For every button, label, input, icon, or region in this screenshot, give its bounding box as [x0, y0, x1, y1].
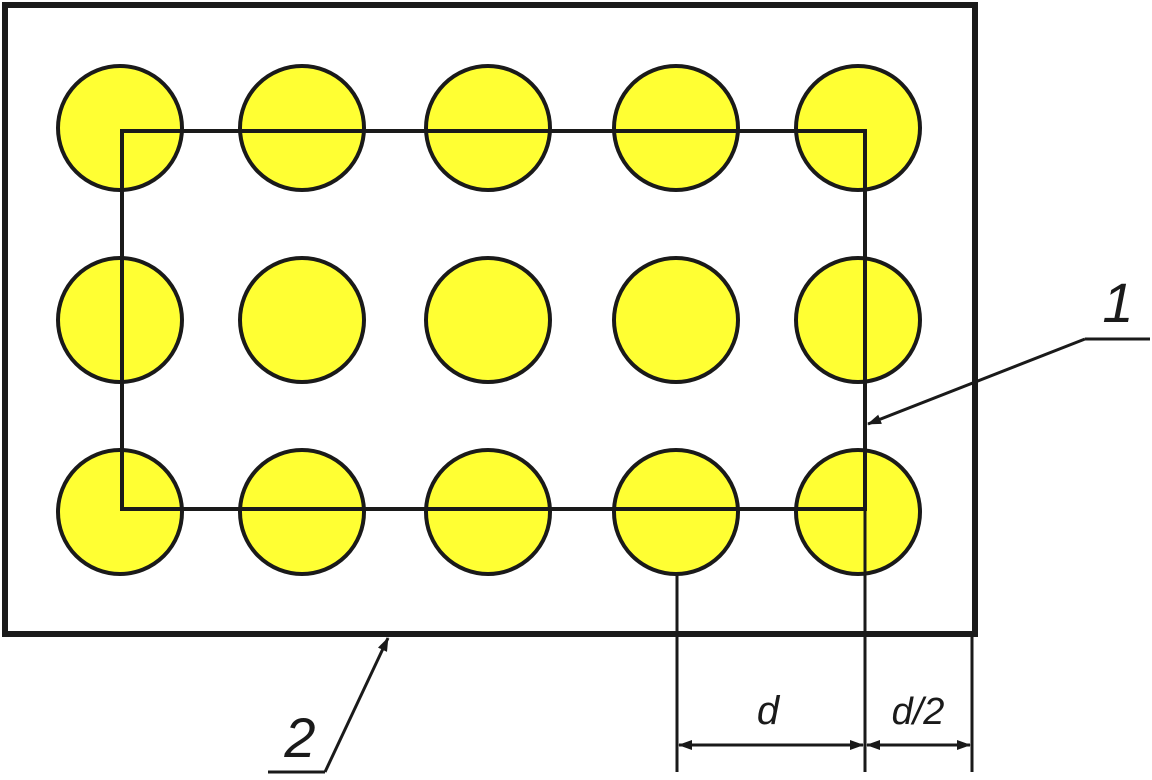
grid-circle: [794, 64, 922, 192]
grid-circle: [424, 64, 552, 192]
callout-2-leader: [323, 637, 390, 773]
grid-circle: [424, 448, 552, 576]
grid-circle: [612, 448, 740, 576]
outer-rectangle: [2, 2, 978, 637]
circle-grid: [56, 64, 922, 576]
grid-circle: [424, 256, 552, 384]
callout-2-label: 2: [283, 706, 315, 769]
callout-1-leader: [867, 337, 1086, 426]
grid-circle: [612, 64, 740, 192]
grid-circle: [238, 64, 366, 192]
grid-circle: [238, 448, 366, 576]
grid-circle: [238, 256, 366, 384]
inner-contour: [120, 129, 867, 511]
dimension-label-d: d: [757, 689, 781, 733]
grid-circle: [794, 448, 922, 576]
callout-1-label: 1: [1102, 271, 1133, 334]
grid-circle: [794, 256, 922, 384]
grid-circle: [612, 256, 740, 384]
dimension-label-half-d: d/2: [892, 691, 945, 733]
